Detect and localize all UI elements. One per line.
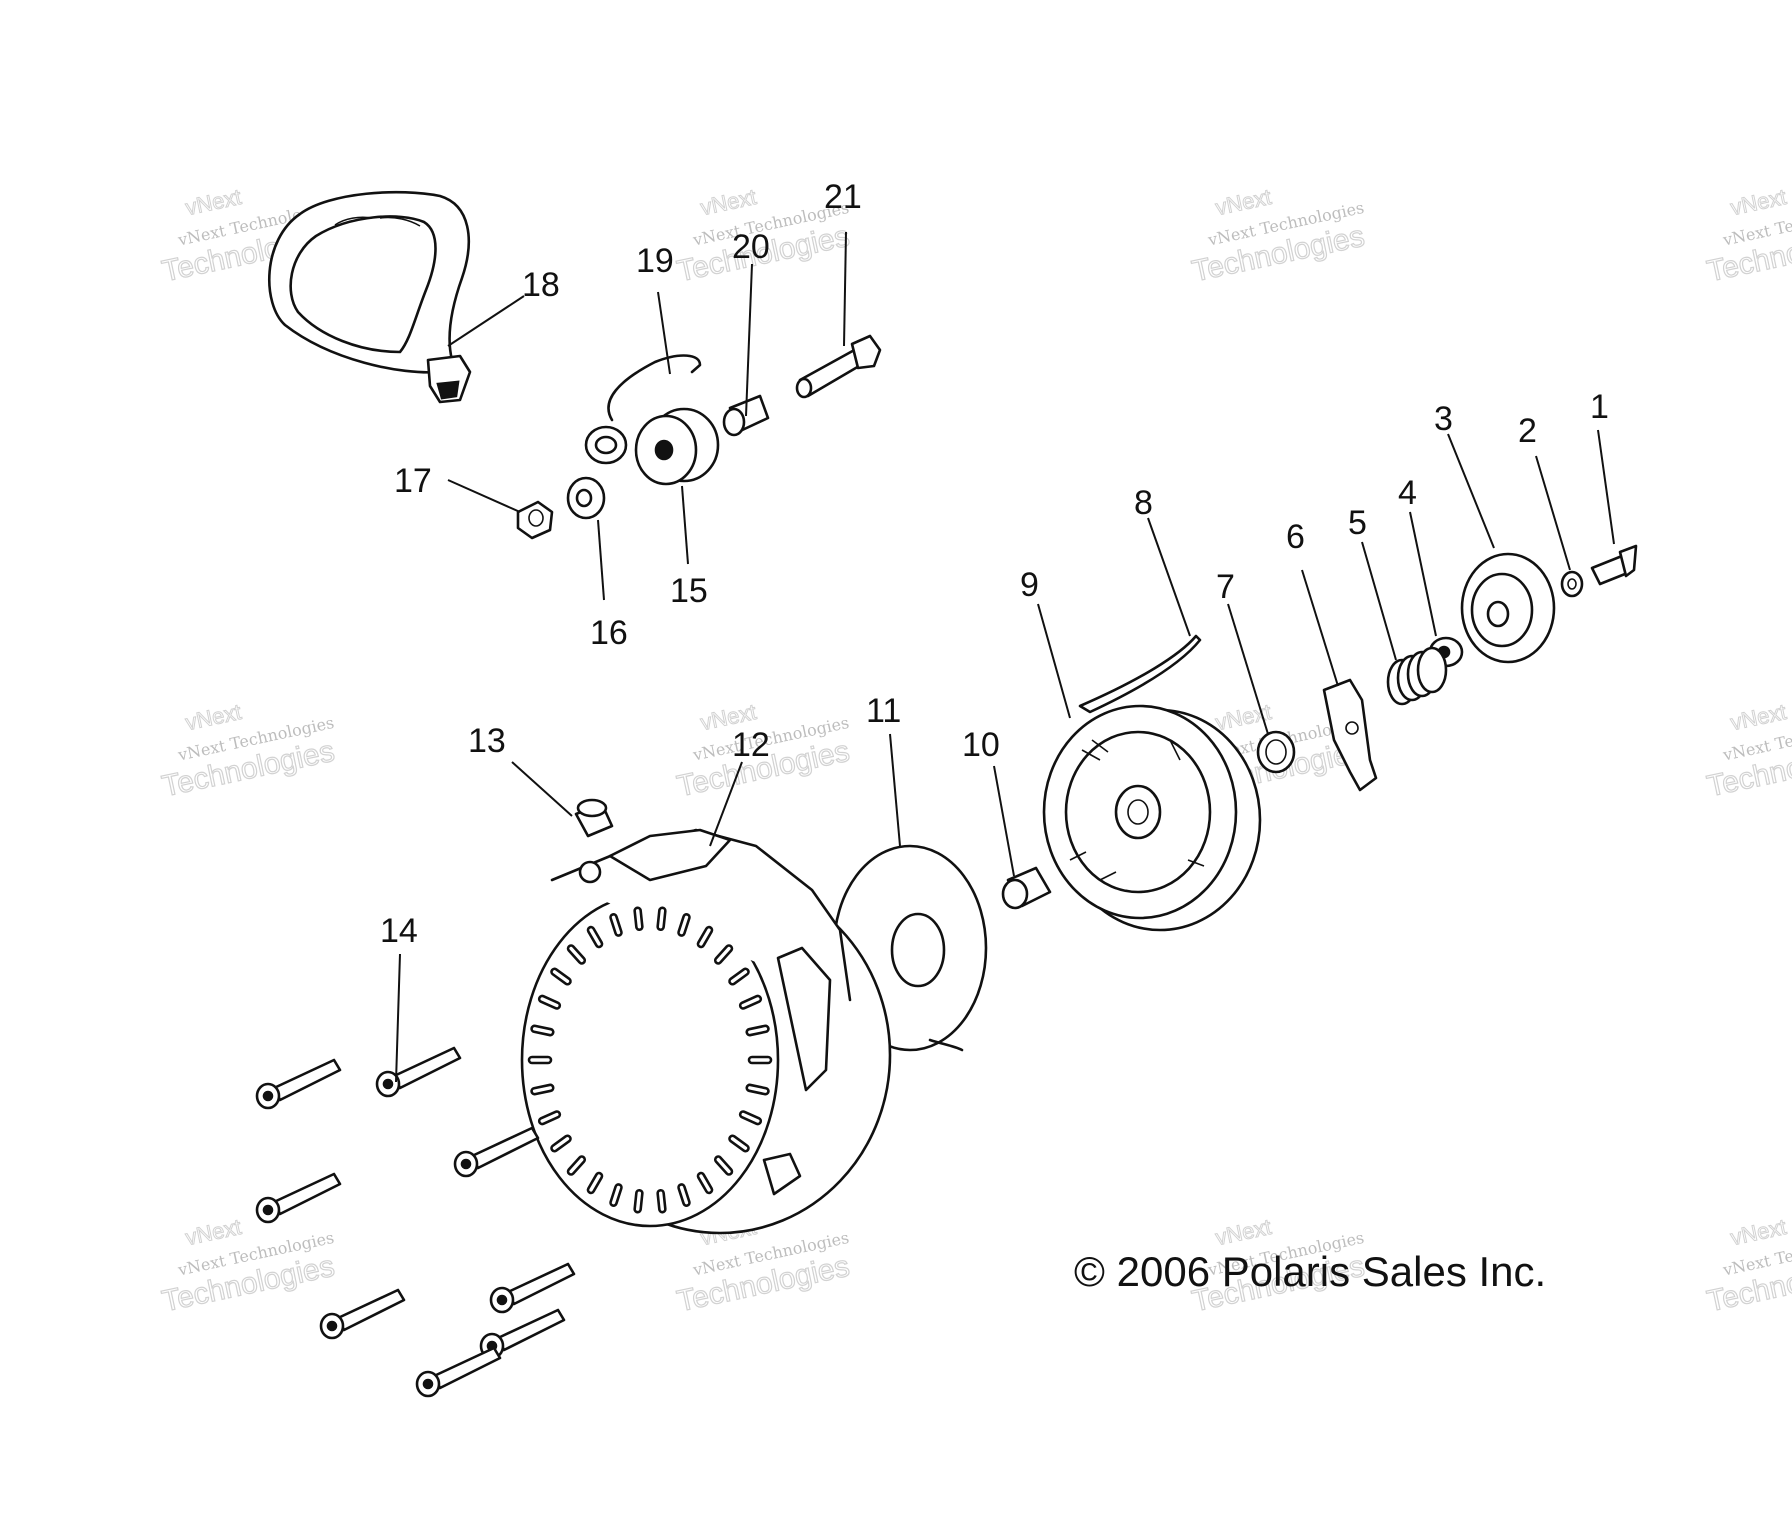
- screw: [375, 1046, 462, 1098]
- vent-slot: [566, 944, 587, 965]
- callout-7: 7: [1216, 568, 1235, 606]
- vent-slot: [713, 1155, 734, 1176]
- callout-9: 9: [1020, 566, 1039, 604]
- watermark-text: vNext: [1213, 184, 1273, 220]
- part-14-screws: [255, 1046, 576, 1398]
- vent-slot: [728, 1134, 750, 1153]
- part-21-pin-bolt: [795, 334, 882, 399]
- vent-slot: [530, 1024, 555, 1037]
- callout-1: 1: [1590, 388, 1609, 426]
- watermark-text: vNext: [1728, 1214, 1788, 1250]
- callout-4: 4: [1398, 474, 1417, 512]
- watermark-text: vNext: [1728, 184, 1788, 220]
- callout-12: 12: [732, 726, 770, 764]
- vent-slot: [609, 913, 623, 937]
- part-9-rope-reel: [1042, 704, 1262, 932]
- part-7-o-ring: [1256, 730, 1296, 774]
- callout-13: 13: [468, 722, 506, 760]
- callout-18: 18: [522, 266, 560, 304]
- callout-19: 19: [636, 242, 674, 280]
- vent-slot: [677, 1183, 691, 1207]
- watermark-text: vNext: [1728, 699, 1788, 735]
- vent-slot: [633, 1188, 644, 1214]
- part-15-pulley: [634, 407, 720, 486]
- callout-14: 14: [380, 912, 418, 950]
- callout-20: 20: [732, 228, 770, 266]
- part-19-rope-guide: [584, 354, 702, 465]
- vent-slot: [530, 1083, 555, 1096]
- watermark-text: vNext: [183, 184, 243, 220]
- vent-slot: [656, 1188, 667, 1214]
- watermark-text: vNext: [183, 1214, 243, 1250]
- vent-slot: [633, 906, 644, 932]
- callout-15: 15: [670, 572, 708, 610]
- callout-17: 17: [394, 462, 432, 500]
- vent-slot: [677, 913, 691, 937]
- callout-6: 6: [1286, 518, 1305, 556]
- housing-vent-slots: [527, 906, 773, 1214]
- screw: [255, 1058, 342, 1110]
- vent-slot: [537, 994, 562, 1010]
- screw: [255, 1172, 342, 1224]
- vent-slot: [550, 967, 572, 986]
- screw: [453, 1126, 540, 1178]
- vent-slot: [527, 1055, 553, 1065]
- part-3-retainer-plate: [1460, 552, 1556, 664]
- part-13-plug: [574, 798, 614, 838]
- vent-slot: [745, 1083, 770, 1096]
- part-10-bushing: [1001, 866, 1052, 910]
- callout-16: 16: [590, 614, 628, 652]
- callout-8: 8: [1134, 484, 1153, 522]
- callout-21: 21: [824, 178, 862, 216]
- vent-slot: [656, 906, 667, 932]
- callout-11: 11: [866, 692, 901, 730]
- callout-5: 5: [1348, 504, 1367, 542]
- vent-slot: [728, 967, 750, 986]
- vent-slot: [745, 1024, 770, 1037]
- part-17-nut: [516, 500, 554, 540]
- part-1-bolt: [1590, 544, 1638, 586]
- part-5-spring: [1386, 646, 1448, 706]
- part-2-washer: [1560, 570, 1584, 598]
- vent-slot: [537, 1110, 562, 1126]
- screw: [415, 1346, 502, 1398]
- vent-slot: [550, 1134, 572, 1153]
- vent-slot: [586, 925, 604, 949]
- callout-numbers: 1 2 3 4 5 6 7 8 9 10 11 12 13 14 15 16 1…: [380, 178, 1609, 950]
- vent-slot: [696, 925, 714, 949]
- screw: [319, 1288, 406, 1340]
- part-8-starter-rope: [1078, 634, 1202, 714]
- watermark-text: vNext: [183, 699, 243, 735]
- copyright-notice: © 2006 Polaris Sales Inc.: [1074, 1248, 1546, 1295]
- screw: [489, 1262, 576, 1314]
- part-6-pawl: [1322, 678, 1378, 792]
- vent-slot: [586, 1171, 604, 1195]
- vent-slot: [747, 1055, 773, 1065]
- callout-3: 3: [1434, 400, 1453, 438]
- vent-slot: [738, 994, 763, 1010]
- part-18-starter-handle: [268, 190, 472, 404]
- part-16-washer: [566, 476, 606, 520]
- leader-lines: [395, 231, 1615, 1083]
- part-12-starter-housing: [520, 828, 892, 1235]
- vent-slot: [696, 1171, 714, 1195]
- watermark-text: vNext: [1213, 699, 1273, 735]
- watermark-text: vNext: [698, 184, 758, 220]
- callout-2: 2: [1518, 412, 1537, 450]
- vent-slot: [713, 944, 734, 965]
- callout-10: 10: [962, 726, 1000, 764]
- part-20-bushing: [722, 394, 770, 437]
- vent-slot: [566, 1155, 587, 1176]
- vent-slot: [609, 1183, 623, 1207]
- watermark-text: vNext: [1213, 1214, 1273, 1250]
- vent-slot: [738, 1110, 763, 1126]
